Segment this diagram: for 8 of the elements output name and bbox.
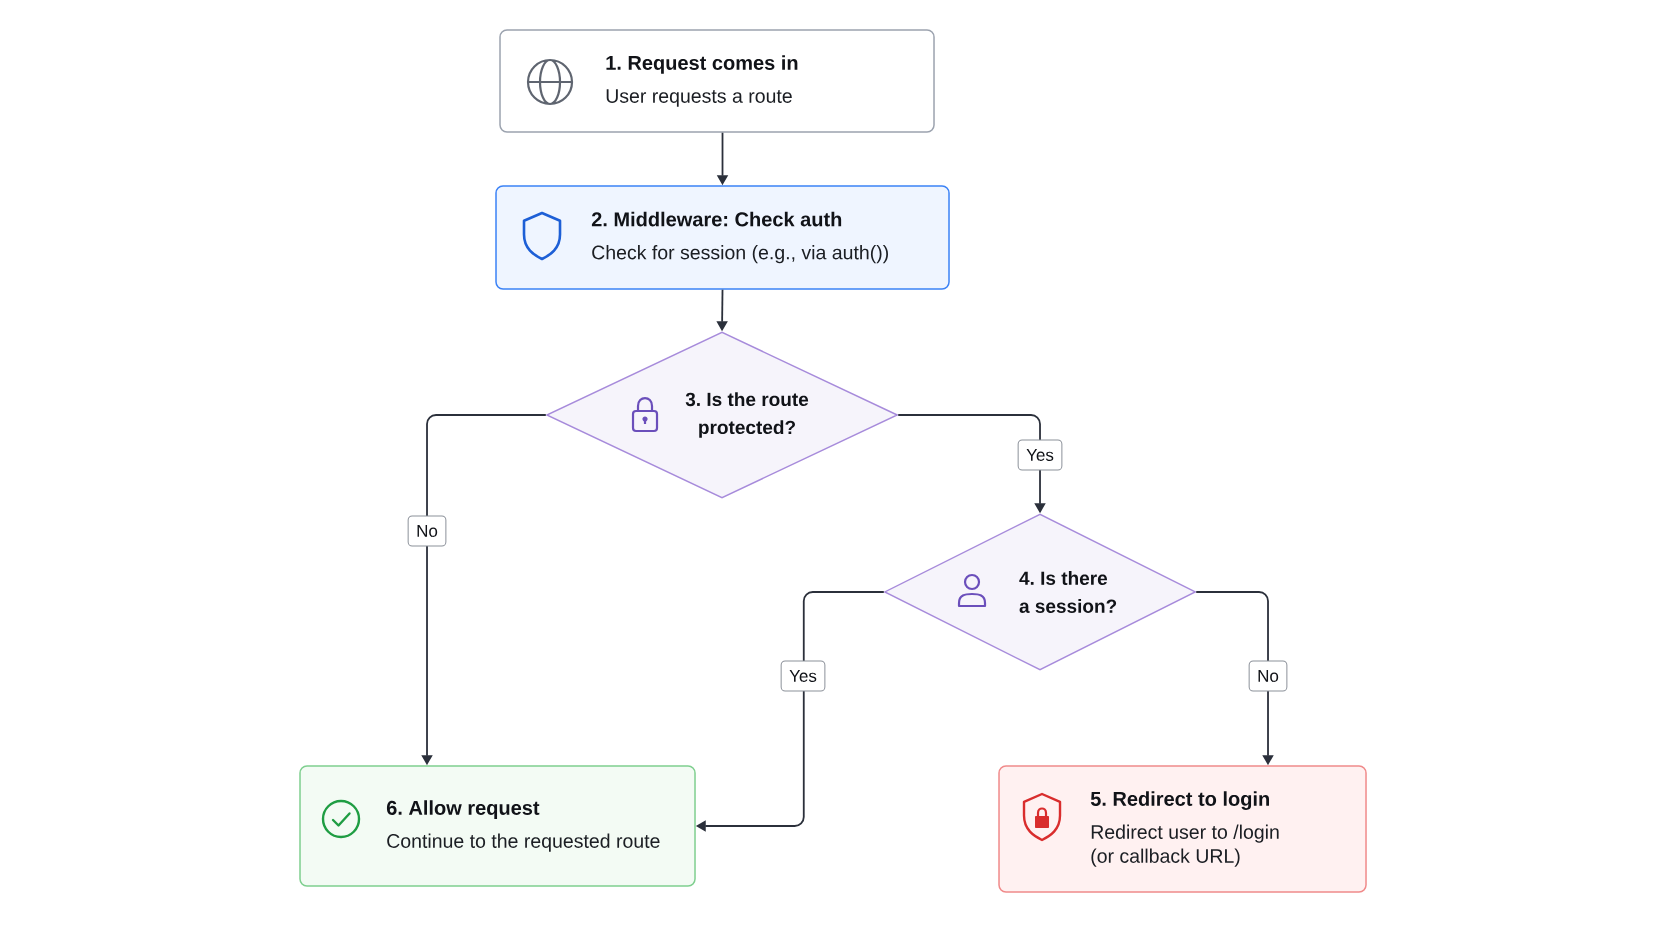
process-box: 6. Allow request Continue to the requested route [299,765,696,887]
edge-label: No [1248,660,1288,692]
process-box: 1. Request comes in User requests a route [499,29,935,133]
process-box: 5. Redirect to login Redirect user to /login (or callback URL) [998,765,1367,893]
edge-label: No [407,515,447,547]
edge-label: Yes [1017,439,1063,471]
process-box: 2. Middleware: Check auth Check for session (e.g., via auth()) [495,185,950,290]
edge-label: Yes [780,660,826,692]
